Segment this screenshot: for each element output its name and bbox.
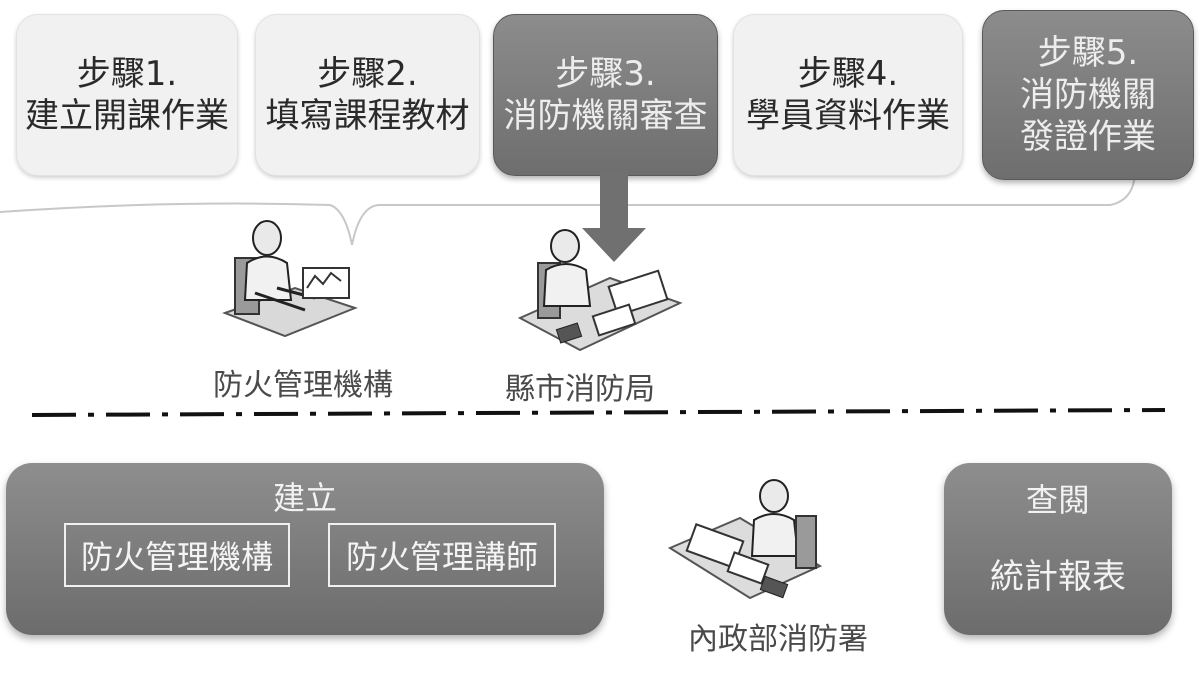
person-at-desk-icon [222,220,358,338]
step-4-number: 步驟4. [797,54,899,94]
right-bracket-line [351,169,1136,246]
step-2-box: 步驟2. 填寫課程教材 [255,14,480,176]
review-panel: 查閱 統計報表 [944,463,1172,635]
left-bracket-line [0,202,353,246]
establish-title: 建立 [272,479,337,517]
down-arrow-icon [582,170,646,262]
statistics-report-label: 統計報表 [990,557,1126,597]
step-1-box: 步驟1. 建立開課作業 [16,14,238,176]
person-reviewing-icon [517,229,683,352]
step-4-box: 步驟4. 學員資料作業 [733,14,963,176]
section-divider [31,408,1166,417]
person-at-desk-icon [667,479,823,600]
step-5-box: 步驟5. 消防機關 發證作業 [982,10,1194,180]
fire-mgmt-org-box: 防火管理機構 [64,523,290,587]
fire-mgmt-lecturer-box: 防火管理講師 [328,523,556,587]
establish-panel: 建立 防火管理機構 防火管理講師 [6,463,604,635]
step-2-label: 填寫課程教材 [265,96,470,136]
step-5-label-line1: 消防機關 [1020,75,1156,115]
review-title: 查閱 [1025,481,1090,519]
step-3-label: 消防機關審查 [503,96,708,136]
step-1-number: 步驟1. [76,54,178,94]
nfa-label: 內政部消防署 [688,622,868,657]
step-5-label-line2: 發證作業 [1020,117,1156,157]
step-3-number: 步驟3. [555,54,656,94]
step-3-box: 步驟3. 消防機關審查 [493,14,718,176]
county-fire-bureau-label: 縣市消防局 [505,372,655,407]
step-5-number: 步驟5. [1037,33,1139,73]
step-2-number: 步驟2. [317,54,418,94]
step-4-label: 學員資料作業 [746,96,950,136]
step-1-label: 建立開課作業 [25,96,229,136]
fire-mgmt-org-label: 防火管理機構 [213,368,393,403]
